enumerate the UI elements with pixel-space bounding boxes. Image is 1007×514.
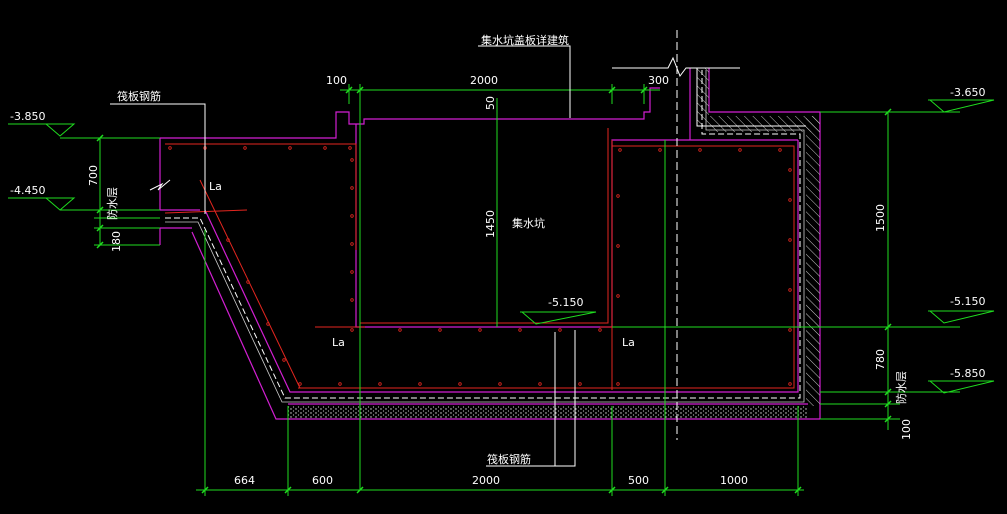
top-note-label: 集水坑盖板详建筑 [481, 33, 569, 47]
dim-pit-depth: 1450 [484, 210, 497, 238]
elevation-markers [8, 99, 995, 394]
waterproof-left-label: 防水层 [105, 187, 119, 220]
break-left-icon [149, 179, 171, 191]
dim-bottom-500: 500 [628, 474, 649, 487]
elev-center: -5.150 [548, 296, 583, 309]
rebars [164, 124, 795, 390]
elev-left-top: -3.850 [10, 110, 45, 123]
rebar-dots [168, 146, 792, 386]
elev-left-mid: -4.450 [10, 184, 45, 197]
lap-left-top-label: La [209, 180, 222, 193]
dim-bottom-1000: 1000 [720, 474, 748, 487]
sump-label: 集水坑 [512, 216, 545, 230]
dim-right-1500: 1500 [874, 204, 887, 232]
waterproof-line [165, 70, 805, 403]
elev-right-bottom: -5.850 [950, 367, 985, 380]
dim-left-700: 700 [87, 165, 100, 186]
dim-top-300: 300 [648, 74, 669, 87]
dim-top-2000: 2000 [470, 74, 498, 87]
dim-right-100: 100 [900, 419, 913, 440]
dim-top-50: 50 [484, 96, 497, 110]
raft-rebar-left-label: 筏板钢筋 [117, 89, 161, 103]
gravel-cushion [288, 406, 808, 418]
dim-right-780: 780 [874, 349, 887, 370]
break-top-icon [612, 56, 740, 78]
dim-bottom-2000: 2000 [472, 474, 500, 487]
elev-right-mid: -5.150 [950, 295, 985, 308]
dim-top-100: 100 [326, 74, 347, 87]
dimension-lines [60, 84, 960, 496]
dim-bottom-600: 600 [312, 474, 333, 487]
lap-right-bottom-label: La [622, 336, 635, 349]
waterproof-hatch [696, 68, 820, 406]
dim-left-180: 180 [110, 231, 123, 252]
dim-bottom-664: 664 [234, 474, 255, 487]
leaders [110, 45, 576, 467]
raft-rebar-bottom-label: 筏板钢筋 [487, 452, 531, 466]
waterproof-right-label: 防水层 [894, 371, 908, 404]
lap-left-bottom-label: La [332, 336, 345, 349]
elev-right-top: -3.650 [950, 86, 985, 99]
